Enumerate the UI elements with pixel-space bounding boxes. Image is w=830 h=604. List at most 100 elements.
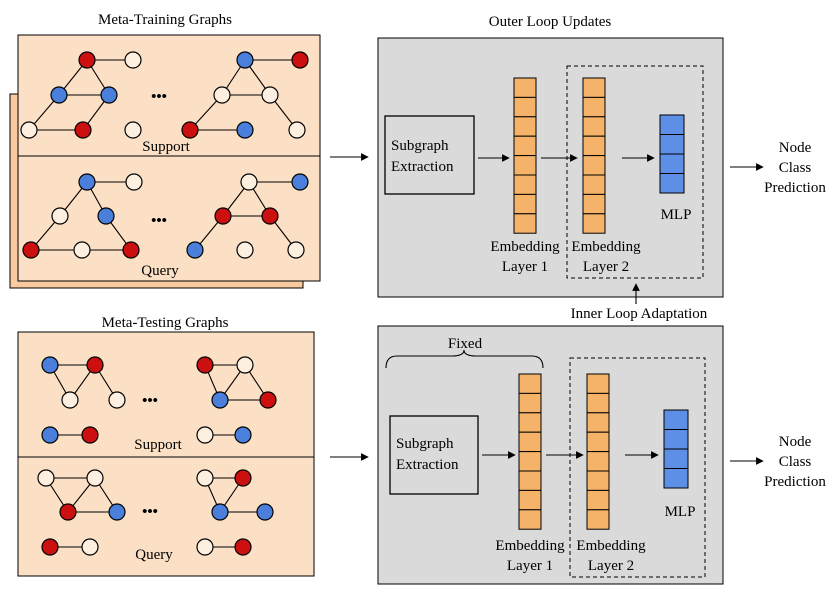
graph-node [41, 426, 59, 444]
outer-mlp-stack [659, 114, 685, 194]
graph-node [291, 173, 309, 191]
inner-trainable-dashed-box [569, 357, 706, 578]
inner-mlp-stack [663, 409, 689, 489]
graph-node [125, 173, 143, 191]
top-prediction-line2: Class [779, 160, 812, 176]
stack-cell [518, 509, 542, 530]
graph-node [81, 538, 99, 556]
inner-subgraph-line2: Extraction [396, 457, 459, 473]
stack-cell [586, 451, 610, 472]
bottom-prediction-line2: Class [779, 454, 812, 470]
outer-embedding-layer2-stack [582, 77, 606, 234]
inner-embed2-line2: Layer 2 [588, 558, 634, 574]
graph-node [213, 86, 231, 104]
stack-cell [586, 392, 610, 414]
top-prediction-line1: Node [779, 140, 812, 156]
testing-query-graph-right [196, 469, 274, 556]
outer-subgraph-line1: Subgraph [391, 138, 449, 154]
stack-cell [513, 116, 537, 137]
training-query-graph-right [186, 173, 309, 259]
outer-embed2-line2: Layer 2 [583, 259, 629, 275]
training-query-ellipsis: ••• [151, 213, 167, 229]
fixed-brace [385, 349, 544, 369]
stack-cell [513, 135, 537, 157]
bottom-prediction-line1: Node [779, 434, 812, 450]
training-support-ellipsis: ••• [151, 89, 167, 105]
graph-node [20, 121, 38, 139]
graph-node [41, 538, 59, 556]
inner-embed1-line2: Layer 1 [507, 558, 553, 574]
graph-node [51, 207, 69, 225]
training-support-graph-left [20, 51, 142, 139]
graph-node [181, 121, 199, 139]
graph-node [291, 51, 309, 69]
graph-node [186, 241, 204, 259]
graph-node [73, 241, 91, 259]
outer-loop-title: Outer Loop Updates [489, 14, 612, 30]
stack-cell [582, 213, 606, 234]
graph-node [236, 356, 254, 374]
stack-cell [586, 489, 610, 511]
stack-cell [582, 174, 606, 195]
inner-embedding-layer2-stack [586, 373, 610, 530]
graph-node [196, 356, 214, 374]
graph-node [240, 173, 258, 191]
stack-cell [663, 429, 689, 450]
inner-loop-adaptation-label: Inner Loop Adaptation [571, 306, 708, 322]
graph-node [196, 426, 214, 444]
stack-cell [659, 114, 685, 135]
bottom-prediction-line3: Prediction [764, 474, 826, 490]
stack-cell [518, 412, 542, 433]
graph-node [196, 538, 214, 556]
stack-cell [659, 134, 685, 155]
graph-node [287, 241, 305, 259]
testing-panel [17, 331, 315, 577]
graph-node [41, 356, 59, 374]
graph-node [261, 86, 279, 104]
inner-mlp-label: MLP [665, 504, 696, 520]
training-query-graph-left [22, 173, 143, 259]
stack-cell [513, 213, 537, 234]
graph-node [259, 391, 277, 409]
stack-cell [659, 173, 685, 194]
meta-training-title: Meta-Training Graphs [98, 12, 232, 28]
graph-node [22, 241, 40, 259]
stack-cell [513, 193, 537, 215]
graph-node [100, 86, 118, 104]
outer-embed1-line2: Layer 1 [502, 259, 548, 275]
stack-cell [586, 470, 610, 491]
testing-support-label: Support [134, 437, 182, 453]
graph-node [234, 469, 252, 487]
graph-node [124, 51, 142, 69]
graph-node [61, 391, 79, 409]
graph-node [124, 121, 142, 139]
graph-node [261, 207, 279, 225]
graph-node [81, 426, 99, 444]
testing-query-ellipsis: ••• [142, 504, 158, 520]
testing-support-graph-right [196, 356, 277, 444]
graph-node [122, 241, 140, 259]
stack-cell [586, 412, 610, 433]
graph-node [108, 503, 126, 521]
training-support-label: Support [142, 139, 190, 155]
meta-testing-title: Meta-Testing Graphs [102, 315, 229, 331]
stack-cell [582, 135, 606, 157]
stack-cell [518, 373, 542, 394]
inner-subgraph-box [389, 415, 479, 495]
inner-embedding-layer1-stack [518, 373, 542, 530]
graph-node [78, 51, 96, 69]
graph-node [97, 207, 115, 225]
graph-node [78, 173, 96, 191]
graph-node [236, 241, 254, 259]
stack-cell [582, 193, 606, 215]
stack-cell [663, 448, 689, 469]
inner-embed1-line1: Embedding [495, 538, 565, 554]
graph-node [86, 469, 104, 487]
stack-cell [582, 116, 606, 137]
testing-query-graph-left [37, 469, 126, 556]
top-prediction-line3: Prediction [764, 180, 826, 196]
inner-embed2-line1: Embedding [576, 538, 646, 554]
stack-cell [582, 155, 606, 176]
stack-cell [659, 153, 685, 174]
outer-embedding-layer1-stack [513, 77, 537, 234]
